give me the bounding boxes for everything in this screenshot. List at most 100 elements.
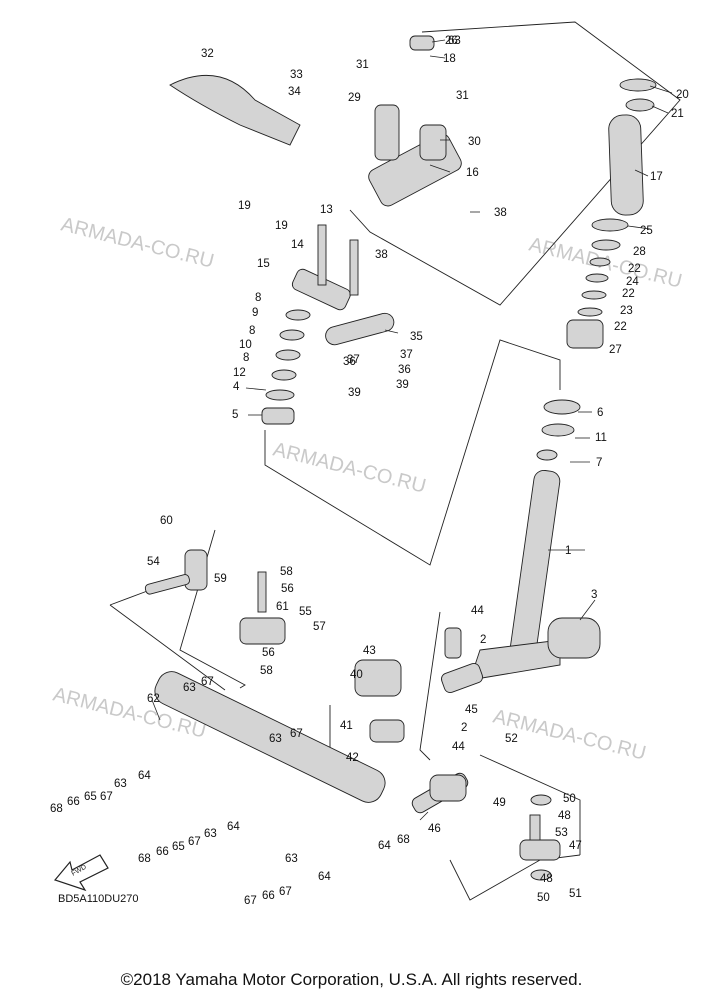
tie-rod-long [154, 671, 386, 803]
callout: 31 [456, 90, 469, 102]
callout: 41 [340, 720, 353, 732]
callout: 64 [227, 821, 240, 833]
callout: 68 [50, 803, 63, 815]
leaders [151, 39, 673, 821]
callout: 67 [244, 895, 257, 907]
callout: 8 [255, 292, 261, 304]
callout: 45 [465, 704, 478, 716]
callout: 49 [493, 797, 506, 809]
callout: 66 [67, 796, 80, 808]
callout: 2 [461, 722, 467, 734]
callout: 34 [288, 86, 301, 98]
callout: 11 [595, 432, 607, 444]
callout: 5 [232, 409, 238, 421]
callout: 3 [591, 589, 597, 601]
callouts: 63 1 2 2 3 4 5 6 7 8 8 8 9 10 11 12 13 1… [50, 35, 689, 907]
fwd-arrow: FWD [53, 854, 109, 892]
callout: 23 [620, 305, 633, 317]
callout: 48 [540, 873, 553, 885]
callout: 63 [285, 853, 298, 865]
callout: 57 [313, 621, 326, 633]
callout: 10 [239, 339, 252, 351]
callout: 12 [233, 367, 246, 379]
callout: 67 [290, 728, 303, 740]
callout: 39 [348, 387, 361, 399]
callout: 38 [494, 207, 507, 219]
callout: 60 [160, 515, 173, 527]
callout: 15 [257, 258, 270, 270]
callout: 54 [147, 556, 160, 568]
callout: 22 [614, 321, 627, 333]
callout: 28 [633, 246, 646, 258]
callout: 44 [471, 605, 484, 617]
callout: 68 [397, 834, 410, 846]
headlight-cover [169, 74, 301, 146]
callout: 68 [138, 853, 151, 865]
callout: 66 [156, 846, 169, 858]
callout: 67 [201, 676, 214, 688]
callout: 1 [565, 545, 571, 557]
callout: 67 [279, 886, 292, 898]
callout: 37 [347, 354, 360, 366]
callout: 50 [537, 892, 550, 904]
callout: 63 [448, 35, 461, 47]
callout: 66 [262, 890, 275, 902]
callout: 22 [628, 263, 641, 275]
callout: 20 [676, 89, 689, 101]
callout: 43 [363, 645, 376, 657]
callout: 38 [375, 249, 388, 261]
callout: 56 [281, 583, 294, 595]
callout: 37 [400, 349, 413, 361]
callout: 16 [466, 167, 479, 179]
callout: 32 [201, 48, 214, 60]
frame-lines [109, 21, 681, 901]
callout: 14 [291, 239, 304, 251]
callout: 42 [346, 752, 359, 764]
callout: 52 [505, 733, 518, 745]
callout: 17 [650, 171, 663, 183]
callout: 67 [188, 836, 201, 848]
callout: 8 [249, 325, 255, 337]
callout: 65 [172, 841, 185, 853]
callout: 30 [468, 136, 481, 148]
callout: 67 [100, 791, 113, 803]
callout: 65 [84, 791, 97, 803]
callout: 21 [671, 108, 684, 120]
callout: 59 [214, 573, 227, 585]
callout: 47 [569, 840, 582, 852]
callout: 29 [348, 92, 361, 104]
callout: 63 [204, 828, 217, 840]
callout: 6 [597, 407, 603, 419]
callout: 7 [596, 457, 602, 469]
callout: 24 [626, 276, 639, 288]
parts [144, 35, 657, 881]
diagram-code: BD5A110DU270 [58, 893, 139, 905]
callout: 53 [555, 827, 568, 839]
callout: 63 [114, 778, 127, 790]
callout: 55 [299, 606, 312, 618]
callout: 62 [147, 693, 160, 705]
callout: 25 [640, 225, 653, 237]
callout: 19 [238, 200, 251, 212]
drag-link [325, 312, 395, 346]
callout: 26 [445, 35, 458, 47]
callout: 36 [398, 364, 411, 376]
callout: 18 [443, 53, 456, 65]
callout: 48 [558, 810, 571, 822]
callout: 56 [262, 647, 275, 659]
callout: 27 [609, 344, 622, 356]
callout: 64 [318, 871, 331, 883]
callout: 31 [356, 59, 369, 71]
callout: 8 [243, 352, 249, 364]
callout: 9 [252, 307, 258, 319]
callout: 50 [563, 793, 576, 805]
callout: 39 [396, 379, 409, 391]
callout: 13 [320, 204, 333, 216]
callout: 4 [233, 381, 240, 393]
callout: 58 [260, 665, 273, 677]
watermark: ARMADA-CO.RU [59, 214, 216, 273]
callout: 46 [428, 823, 441, 835]
callout: 51 [569, 888, 582, 900]
callout: 22 [622, 288, 635, 300]
callout: 19 [275, 220, 288, 232]
